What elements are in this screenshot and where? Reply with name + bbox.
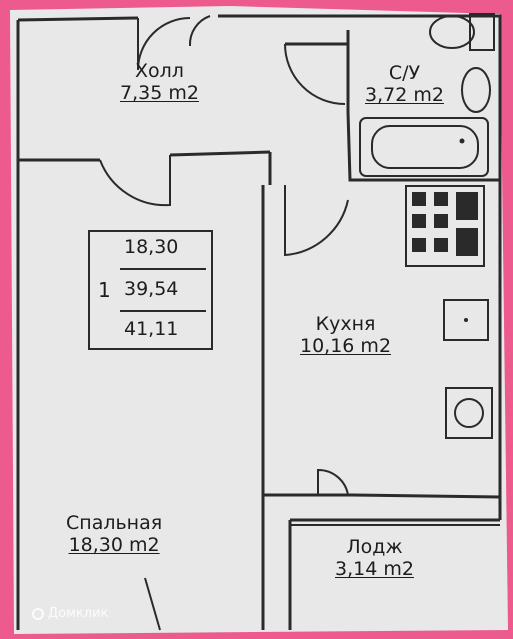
kitchen-sink: [443, 299, 489, 341]
kitchen-door: [284, 185, 349, 257]
stove-burner: [412, 238, 426, 252]
stove-burner: [412, 192, 426, 206]
bathtub-inner: [371, 125, 479, 169]
toilet-bowl: [429, 15, 475, 49]
room-area: 7,35 m2: [120, 82, 199, 104]
summary-rule: [120, 310, 206, 312]
room-area: 10,16 m2: [300, 335, 392, 357]
wall-bathroom: [346, 30, 500, 182]
room-name: Лодж: [346, 536, 403, 558]
watermark: Домклик: [32, 606, 108, 621]
bathroom-sink: [461, 67, 491, 113]
room-name: Спальная: [66, 512, 163, 534]
room-label-bathroom: С/У 3,72 m2: [365, 62, 444, 106]
wall-hall-bedroom-2: [169, 150, 271, 157]
stove-burner: [434, 238, 448, 252]
bedroom-line: [144, 577, 161, 631]
living-area: 18,30: [124, 236, 179, 258]
loggia-door: [317, 468, 349, 496]
tap-icon: [464, 318, 468, 322]
room-name: Кухня: [315, 313, 376, 335]
plan-paper: [10, 6, 508, 634]
bathroom-door: [284, 43, 346, 105]
room-count: 1: [98, 278, 111, 302]
toilet-tank: [469, 13, 495, 51]
kitchen-appliance: [445, 387, 493, 439]
bedroom-door: [99, 155, 171, 207]
room-area: 18,30 m2: [68, 534, 160, 556]
tap-icon: [459, 138, 465, 144]
stove: [405, 185, 485, 267]
entry-door-swing: [137, 17, 191, 71]
kitchen-appliance-round: [454, 398, 484, 428]
room-label-bedroom: Спальная 18,30 m2: [66, 512, 162, 556]
watermark-logo-icon: [32, 608, 44, 620]
bathtub: [359, 117, 489, 177]
room-name: Холл: [135, 60, 184, 82]
stove-panel: [456, 228, 478, 256]
stove-burner: [412, 214, 426, 228]
room-label-kitchen: Кухня 10,16 m2: [300, 313, 391, 357]
summary-rule: [120, 268, 206, 270]
outer-wall-top: [17, 16, 139, 22]
stove-burner: [434, 192, 448, 206]
room-name: С/У: [388, 62, 421, 84]
entry-door-swing-2: [188, 15, 211, 47]
watermark-text: Домклик: [48, 606, 109, 621]
outer-wall-top-right: [218, 14, 502, 520]
room-area: 3,14 m2: [335, 558, 414, 580]
total-with-loggia: 41,11: [124, 318, 179, 340]
total-area: 39,54: [124, 278, 179, 300]
stove-panel: [456, 192, 478, 220]
room-area: 3,72 m2: [365, 84, 444, 106]
wall-kitchen-loggia: [263, 493, 501, 499]
stove-burner: [434, 214, 448, 228]
apartment-summary: 1 18,30 39,54 41,11: [88, 230, 213, 350]
room-label-loggia: Лодж 3,14 m2: [335, 536, 414, 580]
room-label-hall: Холл 7,35 m2: [120, 60, 199, 104]
